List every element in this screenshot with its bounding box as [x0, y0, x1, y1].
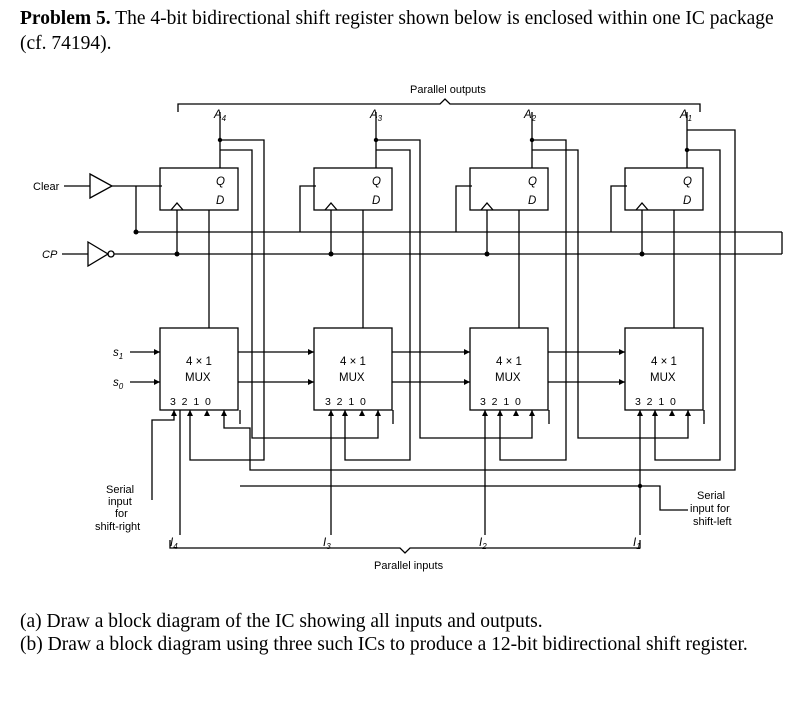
mux-2 [469, 327, 549, 411]
mux2-line2: MUX [495, 372, 521, 384]
mux3-line2: MUX [339, 372, 365, 384]
flip-flop-3 [313, 167, 393, 211]
cp-label: CP [42, 249, 58, 261]
input-i2-label: I2 [479, 537, 487, 551]
mux4-line1: 4 × 1 [186, 356, 212, 368]
question-b: (b) Draw a block diagram using three suc… [20, 634, 748, 655]
serial-left-line3: shift-left [693, 516, 732, 528]
parallel-inputs-brace [169, 540, 641, 554]
ff1-d: D [683, 195, 691, 207]
s0-label: s0 [113, 377, 124, 391]
input-i3-label: I3 [323, 537, 331, 551]
mux-3 [313, 327, 393, 411]
mux2-pins: 3 2 1 0 [480, 396, 521, 408]
serial-right-line2: input [108, 496, 132, 508]
flip-flop-4 [159, 167, 239, 211]
cp-buffer [87, 240, 110, 268]
ff3-q: Q [372, 176, 381, 188]
mux3-pins: 3 2 1 0 [325, 396, 366, 408]
serial-right-line1: Serial [106, 484, 134, 496]
mux1-pins: 3 2 1 0 [635, 396, 676, 408]
flip-flop-2 [469, 167, 549, 211]
ff1-q: Q [683, 176, 692, 188]
mux2-line1: 4 × 1 [496, 356, 522, 368]
mux-1 [624, 327, 704, 411]
ff4-q: Q [216, 176, 225, 188]
serial-right-line3: for [115, 508, 128, 520]
parallel-outputs-label: Parallel outputs [410, 84, 486, 96]
mux4-pins: 3 2 1 0 [170, 396, 211, 408]
mux3-line1: 4 × 1 [340, 356, 366, 368]
input-i1-label: I1 [633, 537, 641, 551]
output-a1-label: A1 [679, 109, 692, 123]
mux1-line2: MUX [650, 372, 676, 384]
output-a3-label: A3 [369, 109, 383, 123]
clear-label: Clear [33, 181, 60, 193]
serial-left-line2: input for [690, 503, 730, 515]
flip-flop-1 [624, 167, 704, 211]
output-a4-label: A4 [213, 109, 227, 123]
problem-label: Problem 5. [20, 8, 111, 29]
problem-statement: Problem 5. The 4-bit bidirectional shift… [20, 6, 790, 56]
mux-4 [159, 327, 239, 411]
questions: (a) Draw a block diagram of the IC showi… [20, 610, 790, 656]
ff4-d: D [216, 195, 224, 207]
ff2-d: D [528, 195, 536, 207]
mux1-line1: 4 × 1 [651, 356, 677, 368]
shift-register-diagram: Parallel outputs A4 A3 A2 A1 Q D Q D Q D… [33, 84, 783, 572]
parallel-inputs-label: Parallel inputs [374, 560, 444, 572]
ff2-q: Q [528, 176, 537, 188]
input-i4-label: I4 [170, 537, 178, 551]
serial-right-line4: shift-right [95, 521, 140, 533]
clear-buffer [89, 172, 114, 200]
parallel-outputs-brace [177, 98, 701, 112]
question-a: (a) Draw a block diagram of the IC showi… [20, 611, 543, 632]
mux4-line2: MUX [185, 372, 211, 384]
problem-text: The 4-bit bidirectional shift register s… [20, 8, 774, 54]
output-a2-label: A2 [523, 109, 537, 123]
serial-left-line1: Serial [697, 490, 725, 502]
s1-label: s1 [113, 347, 123, 361]
ff3-d: D [372, 195, 380, 207]
